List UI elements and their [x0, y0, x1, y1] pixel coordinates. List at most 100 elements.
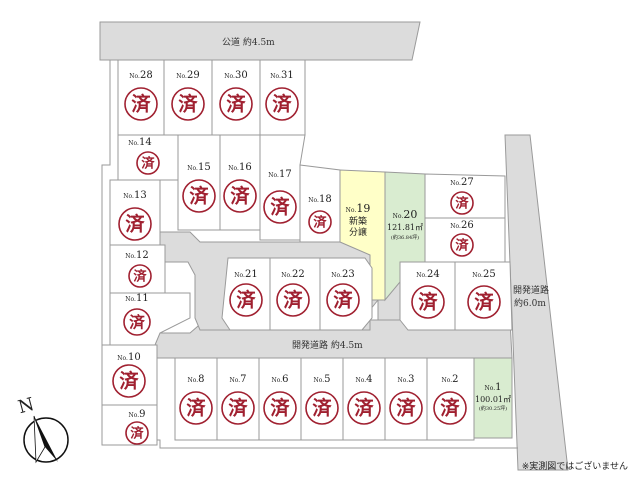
- lot-number-22: No.22: [281, 269, 304, 280]
- sold-stamp-icon: [182, 179, 216, 213]
- sold-stamp-icon: [125, 421, 149, 445]
- sold-mark: 済: [270, 397, 290, 420]
- sold-stamp-icon: [305, 391, 339, 425]
- public-road: [99, 21, 421, 61]
- lot-20-area: 121.81㎡: [387, 223, 423, 232]
- lot-number-24: No.24: [416, 269, 439, 280]
- lot-number-10: No.10: [117, 352, 140, 363]
- sold-mark: 済: [283, 289, 303, 312]
- sold-mark: 済: [189, 185, 209, 208]
- lot-number-3: No.3: [397, 374, 414, 385]
- sold-stamp-icon: [389, 391, 423, 425]
- sold-stamp-icon: [118, 207, 152, 241]
- sold-stamp-icon: [450, 233, 474, 257]
- sold-stamp-icon: [347, 391, 381, 425]
- not-survey-map-note: ※実測図ではございません: [521, 462, 628, 472]
- dev-road-side-label-1: 開発道路: [513, 284, 549, 296]
- sold-mark: 済: [333, 289, 353, 312]
- lot-number-18: No.18: [308, 194, 331, 205]
- compass-north-letter: N: [16, 394, 37, 418]
- sold-mark: 済: [270, 196, 290, 219]
- sold-stamp-icon: [276, 283, 310, 317]
- lot-number-26: No.26: [450, 220, 473, 231]
- lot-number-12: No.12: [125, 250, 148, 261]
- sold-stamp-icon: [128, 264, 152, 288]
- sold-mark: 済: [474, 291, 494, 314]
- lot-number-15: No.15: [187, 162, 210, 173]
- sold-mark: 済: [455, 195, 469, 212]
- compass-arrow-icon: [34, 416, 58, 462]
- lot-number-16: No.16: [228, 162, 251, 173]
- dev-road-side-label-2: 約6.0m: [514, 297, 546, 309]
- sold-stamp-icon: [263, 190, 297, 224]
- lot-1-area: 100.01㎡: [475, 395, 511, 404]
- sold-stamp-icon: [265, 87, 299, 121]
- sold-stamp-icon: [223, 179, 257, 213]
- lot-number-6: No.6: [271, 374, 288, 385]
- lot-number-5: No.5: [313, 374, 330, 385]
- sold-stamp-icon: [450, 191, 474, 215]
- lot-19-status-2: 分譲: [349, 226, 367, 238]
- lot-number-1: No.1: [484, 382, 501, 393]
- sold-mark: 済: [178, 93, 198, 116]
- sold-mark: 済: [119, 370, 139, 393]
- sold-stamp-icon: [467, 285, 501, 319]
- sold-stamp-icon: [219, 87, 253, 121]
- sold-stamp-icon: [112, 364, 146, 398]
- lot-number-14: No.14: [128, 137, 151, 148]
- lot-17[interactable]: [259, 134, 306, 241]
- sold-mark: 済: [354, 397, 374, 420]
- lot-1[interactable]: [473, 357, 513, 439]
- lot-number-27: No.27: [450, 177, 473, 188]
- dev-road-main-label: 開発道路 約4.5m: [292, 339, 363, 351]
- sold-stamp-icon: [411, 285, 445, 319]
- sold-mark: 済: [272, 93, 292, 116]
- lot-number-13: No.13: [123, 190, 146, 201]
- lot-number-29: No.29: [176, 70, 199, 81]
- sold-mark: 済: [226, 93, 246, 116]
- public-road-label: 公道 約4.5m: [222, 36, 275, 48]
- lot-1-tsubo: (約30.25坪): [479, 405, 507, 412]
- sold-mark: 済: [418, 291, 438, 314]
- sold-mark: 済: [125, 213, 145, 236]
- sold-mark: 済: [129, 312, 145, 331]
- lot-number-7: No.7: [229, 374, 246, 385]
- lot-number-17: No.17: [268, 169, 291, 180]
- lot-number-11: No.11: [125, 293, 148, 304]
- lot-number-25: No.25: [472, 269, 495, 280]
- lot-number-21: No.21: [234, 269, 257, 280]
- sold-mark: 済: [396, 397, 416, 420]
- sold-mark: 済: [230, 185, 250, 208]
- sold-stamp-icon: [124, 87, 158, 121]
- lot-number-28: No.28: [129, 70, 152, 81]
- lot-20-tsubo: (約36.84坪): [391, 234, 419, 241]
- lot-number-19: No.19: [346, 202, 371, 215]
- sold-mark: 済: [141, 155, 155, 172]
- lot-number-30: No.30: [224, 70, 247, 81]
- sold-stamp-icon: [136, 151, 160, 175]
- lot-number-23: No.23: [331, 269, 354, 280]
- sold-stamp-icon: [179, 391, 213, 425]
- sold-mark: 済: [313, 214, 327, 231]
- lot-number-20: No.20: [393, 208, 418, 221]
- sold-mark: 済: [455, 237, 469, 254]
- sold-mark: 済: [312, 397, 332, 420]
- sold-mark: 済: [228, 397, 248, 420]
- sold-stamp-icon: [308, 210, 332, 234]
- sold-stamp-icon: [433, 391, 467, 425]
- lot-number-8: No.8: [187, 374, 204, 385]
- sold-mark: 済: [236, 289, 256, 312]
- sold-mark: 済: [130, 425, 144, 442]
- lot-number-9: No.9: [128, 409, 145, 420]
- sold-stamp-icon: [171, 87, 205, 121]
- sold-mark: 済: [186, 397, 206, 420]
- dev-road-side: [504, 134, 569, 471]
- sold-stamp-icon: [221, 391, 255, 425]
- sold-mark: 済: [133, 268, 147, 285]
- sold-mark: 済: [440, 397, 460, 420]
- sold-mark: 済: [131, 93, 151, 116]
- sold-stamp-icon: [263, 391, 297, 425]
- sold-stamp-icon: [326, 283, 360, 317]
- lot-number-31: No.31: [270, 70, 293, 81]
